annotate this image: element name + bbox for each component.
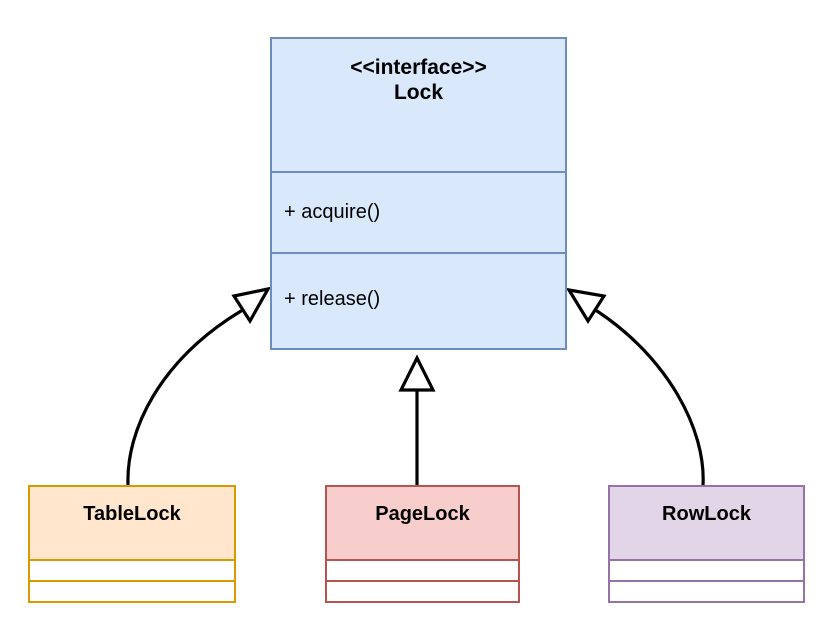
method-label-acquire: + acquire() [284, 201, 381, 223]
class-stereotype-lock: <<interface>> [350, 56, 487, 79]
method-label-release: + release() [284, 287, 381, 310]
class-name-rowlock: RowLock [662, 503, 751, 525]
methods-compartment-pagelock [327, 582, 518, 601]
method-row-release[interactable]: + release() [272, 254, 565, 344]
attributes-compartment-rowlock [610, 559, 803, 582]
class-header-rowlock: RowLock [610, 487, 803, 560]
class-box-pagelock[interactable]: PageLock [325, 485, 520, 603]
methods-compartment-rowlock [610, 582, 803, 601]
class-box-tablelock[interactable]: TableLock [28, 485, 236, 603]
class-header-tablelock: TableLock [30, 487, 234, 560]
generalization-tablelock-to-lock[interactable] [126, 286, 272, 487]
class-name-pagelock: PageLock [375, 503, 470, 525]
class-name-tablelock: TableLock [83, 503, 181, 525]
attributes-compartment-tablelock [30, 559, 234, 582]
attributes-compartment-lock [272, 158, 565, 173]
method-row-acquire[interactable]: + acquire() [272, 173, 565, 254]
generalization-rowlock-to-lock[interactable] [565, 287, 705, 487]
hollow-triangle-arrowhead [398, 354, 436, 392]
hollow-triangle-arrowhead [565, 287, 607, 325]
hollow-triangle-arrowhead [231, 286, 272, 325]
methods-compartment-tablelock [30, 582, 234, 601]
class-box-rowlock[interactable]: RowLock [608, 485, 805, 603]
class-header-lock: <<interface>> Lock [272, 39, 565, 158]
class-name-lock: Lock [393, 80, 443, 104]
generalization-pagelock-to-lock[interactable] [398, 354, 436, 485]
attributes-compartment-pagelock [327, 559, 518, 582]
class-header-pagelock: PageLock [327, 487, 518, 560]
class-box-lock[interactable]: <<interface>> Lock + acquire() + release… [270, 37, 567, 350]
